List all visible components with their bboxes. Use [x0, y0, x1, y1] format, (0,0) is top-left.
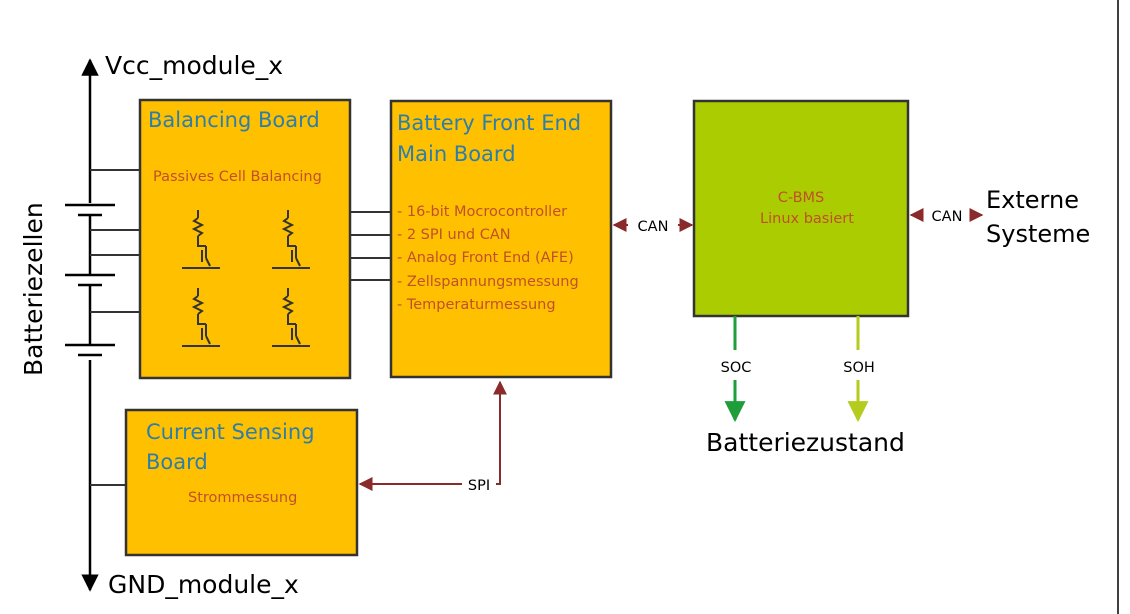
- can-label-1: CAN: [638, 219, 669, 235]
- bfe-feature-3: - Analog Front End (AFE): [397, 250, 574, 266]
- balancing-transistor-icon: [182, 210, 220, 269]
- spi-link: [358, 380, 507, 491]
- balancing-transistor-icon: [182, 288, 220, 347]
- cell-tap-lines: [90, 169, 140, 486]
- balancing-transistor-icon: [272, 288, 310, 347]
- bfe-feature-4: - Zellspannungsmessung: [397, 274, 579, 290]
- battery-cells-symbol: [65, 203, 115, 357]
- cbms-box: [692, 99, 910, 318]
- cbms-line-1: C-BMS: [778, 190, 825, 206]
- current-sensing-board: [124, 408, 359, 557]
- battery-state-label: Batteriezustand: [706, 428, 905, 457]
- soh-label: SOH: [843, 360, 875, 376]
- bfe-feature-1: - 16-bit Mocrocontroller: [397, 204, 567, 220]
- can-label-2: CAN: [932, 209, 963, 225]
- external-line-1: Externe: [986, 186, 1079, 214]
- cbms-line-2: Linux basiert: [760, 211, 854, 227]
- current-title-1: Current Sensing: [146, 420, 315, 444]
- bfe-title-2: Main Board: [397, 142, 516, 166]
- current-title-2: Board: [146, 450, 208, 474]
- balancing-board: [138, 98, 352, 380]
- bfe-feature-5: - Temperaturmessung: [397, 297, 556, 313]
- balancing-to-bfe-lines: [350, 211, 391, 281]
- balancing-transistor-icon: [272, 210, 310, 269]
- balancing-subtitle: Passives Cell Balancing: [153, 169, 322, 185]
- external-line-2: Systeme: [986, 220, 1090, 248]
- soc-label: SOC: [721, 360, 752, 376]
- bfe-main-board: [389, 99, 613, 379]
- gnd-label: GND_module_x: [108, 570, 299, 599]
- balancing-title: Balancing Board: [148, 108, 320, 132]
- bfe-feature-2: - 2 SPI und CAN: [397, 227, 511, 243]
- current-subtitle: Strommessung: [188, 490, 297, 506]
- spi-label: SPI: [468, 478, 490, 494]
- balancing-circuit-icons: [182, 210, 310, 347]
- cells-label: Batteriezellen: [19, 202, 48, 376]
- vcc-label: Vcc_module_x: [105, 51, 283, 80]
- bfe-title-1: Battery Front End: [397, 111, 581, 135]
